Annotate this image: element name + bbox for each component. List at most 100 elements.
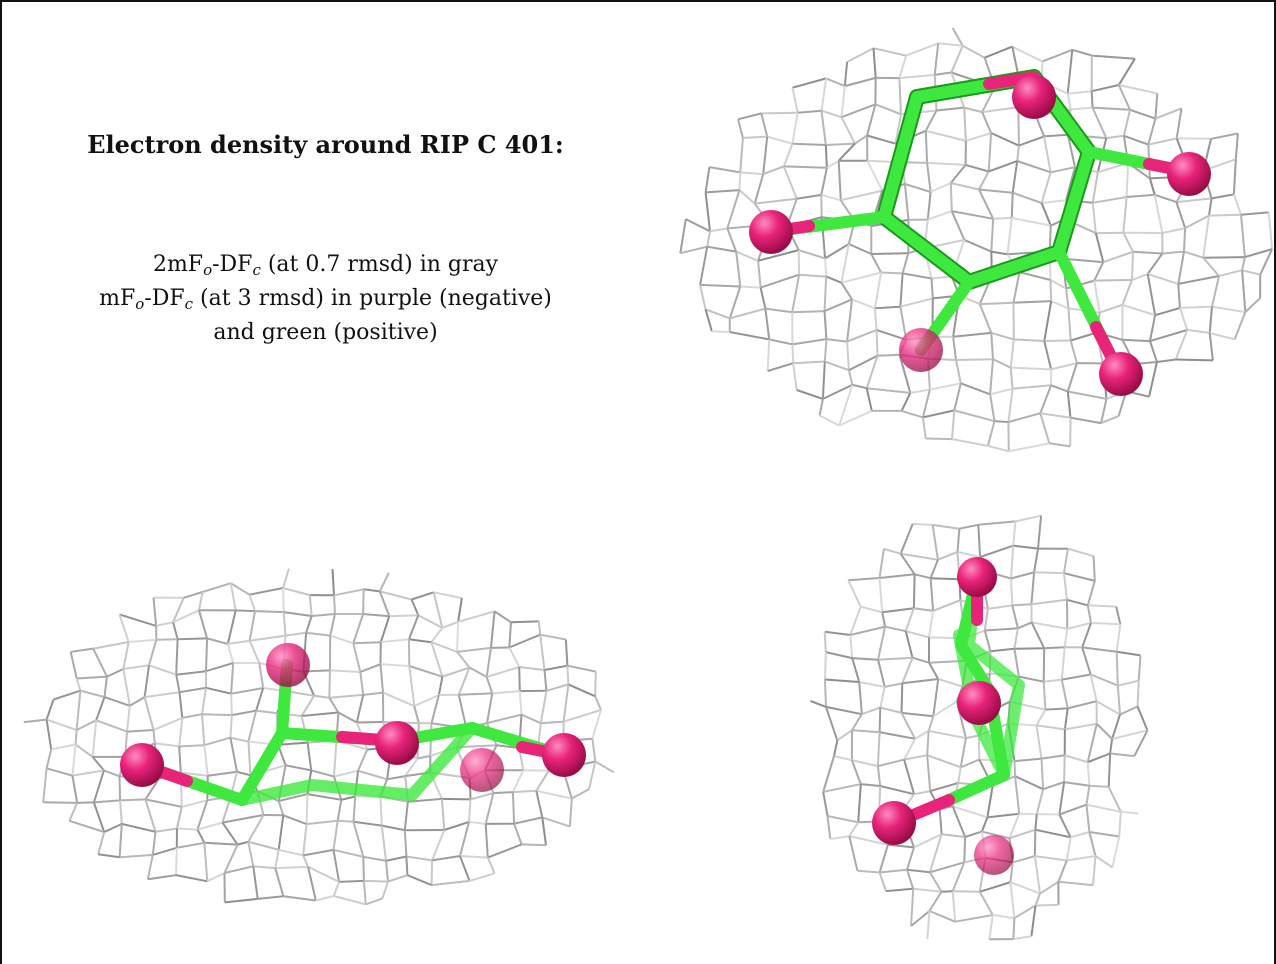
view-bottom-left — [0, 485, 650, 964]
mesh-segment — [1040, 758, 1045, 790]
mesh-segment — [352, 643, 362, 673]
mesh-segment — [824, 360, 850, 372]
mesh-segment — [1036, 724, 1066, 731]
mesh-segment — [926, 191, 932, 220]
mesh-segment — [938, 42, 963, 47]
mesh-segment — [1131, 273, 1149, 281]
mesh-segment — [180, 771, 208, 777]
mesh-segment — [494, 610, 512, 624]
mesh-segment — [1044, 133, 1068, 138]
mesh-segment — [1146, 252, 1164, 275]
mesh-segment — [510, 620, 539, 624]
mesh-segment — [441, 620, 459, 629]
mesh-segment — [359, 671, 365, 696]
mesh-segment — [910, 888, 915, 927]
mesh-segment — [230, 662, 235, 694]
mesh-segment — [704, 309, 713, 332]
mesh-segment — [878, 577, 884, 613]
mesh-segment — [126, 729, 154, 733]
mesh-segment — [143, 696, 155, 731]
mesh-segment — [930, 278, 934, 299]
mesh-segment — [363, 691, 384, 696]
mesh-segment — [1017, 107, 1020, 146]
mesh-segment — [1125, 163, 1130, 198]
mesh-segment — [303, 848, 334, 857]
mesh-segment — [825, 142, 856, 146]
mesh-segment — [152, 846, 178, 856]
mesh-segment — [959, 737, 967, 768]
mesh-segment — [791, 87, 799, 113]
mesh-segment — [921, 417, 927, 439]
mesh-segment — [1065, 837, 1072, 861]
mesh-segment — [960, 382, 991, 396]
mesh-segment — [707, 245, 737, 253]
mesh-segment — [224, 897, 258, 904]
mesh-segment — [894, 114, 902, 144]
mesh-segment — [825, 77, 846, 88]
mesh-segment — [957, 550, 981, 558]
mesh-segment — [950, 182, 980, 191]
mesh-segment — [823, 339, 828, 362]
mesh-segment — [1034, 115, 1046, 137]
mesh-segment — [226, 610, 237, 645]
mesh-segment — [962, 44, 986, 59]
mesh-segment — [1211, 193, 1235, 200]
mesh-segment — [564, 639, 569, 666]
mesh-segment — [282, 568, 290, 589]
mesh-segment — [568, 798, 573, 827]
mesh-segment — [1148, 361, 1158, 397]
mesh-segment — [146, 854, 154, 880]
mesh-segment — [685, 218, 711, 233]
mesh-segment — [1012, 855, 1036, 864]
mesh-segment — [1014, 647, 1045, 650]
mesh-segment — [1064, 722, 1097, 731]
mesh-segment — [848, 243, 872, 255]
mesh-segment — [282, 814, 307, 826]
mesh-segment — [865, 387, 873, 412]
mesh-segment — [571, 788, 590, 800]
mesh-segment — [406, 855, 433, 862]
mesh-segment — [978, 188, 1013, 194]
mesh-segment — [711, 330, 730, 333]
mesh-segment — [508, 622, 512, 648]
mesh-segment — [1115, 606, 1122, 625]
mesh-segment — [700, 283, 741, 288]
mesh-segment — [540, 720, 564, 725]
mesh-segment — [329, 693, 364, 699]
mesh-segment — [329, 669, 361, 673]
mesh-segment — [906, 847, 915, 870]
mesh-segment — [1067, 390, 1107, 400]
mesh-segment — [938, 808, 943, 835]
mesh-segment — [899, 523, 914, 555]
mesh-segment — [1118, 811, 1122, 837]
mesh-segment — [308, 595, 313, 617]
mesh-segment — [413, 705, 420, 724]
mesh-segment — [176, 670, 207, 676]
mesh-segment — [1042, 648, 1046, 682]
mesh-segment — [484, 792, 495, 825]
mesh-segment — [1034, 571, 1064, 575]
mesh-segment — [1034, 893, 1041, 906]
mesh-segment — [964, 830, 983, 838]
mesh-segment — [1081, 647, 1092, 675]
mesh-segment — [705, 189, 740, 194]
mesh-segment — [201, 713, 232, 717]
mesh-segment — [735, 250, 759, 262]
mesh-segment — [333, 895, 366, 906]
mesh-segment — [913, 607, 934, 612]
mesh-segment — [878, 548, 885, 579]
mesh-segment — [798, 249, 826, 260]
mesh-segment — [248, 610, 256, 641]
mesh-segment — [92, 648, 108, 678]
mesh-segment — [857, 784, 862, 823]
mesh-segment — [1040, 412, 1071, 419]
mesh-segment — [307, 866, 317, 901]
mesh-segment — [901, 252, 910, 274]
mesh-segment — [145, 798, 183, 808]
mesh-segment — [224, 865, 254, 874]
mesh-segment — [841, 103, 876, 119]
mesh-segment — [818, 398, 824, 416]
mesh-segment — [1041, 48, 1073, 63]
mesh-segment — [356, 721, 384, 724]
mesh-segment — [876, 765, 882, 787]
